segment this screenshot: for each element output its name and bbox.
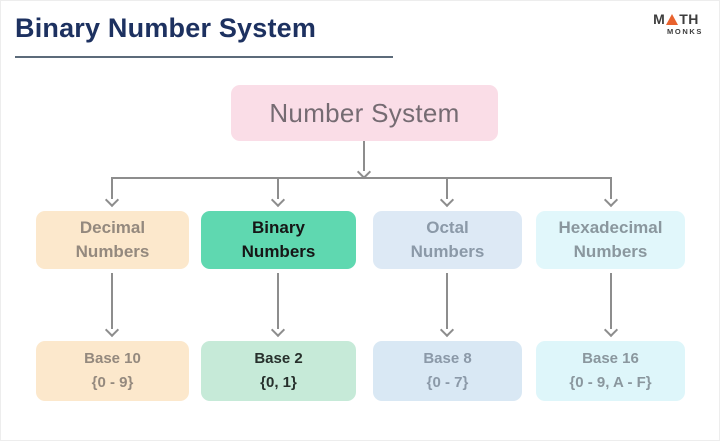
node-label-line: Binary: [252, 218, 305, 238]
logo-word-math: M TH: [641, 12, 711, 26]
node-base-16: Base 16 {0 - 9, A - F}: [536, 341, 685, 401]
digits-label: {0, 1}: [260, 374, 297, 391]
base-label: Base 2: [254, 350, 303, 367]
base-label: Base 16: [582, 350, 639, 367]
connector-root-stem: [363, 141, 365, 171]
connector-octal-base: [446, 273, 448, 329]
arrowhead-base-10: [104, 322, 120, 338]
logo-letter-m: M: [653, 11, 666, 27]
connector-drop-octal: [446, 177, 448, 199]
node-label-line: Numbers: [410, 242, 485, 261]
base-label: Base 8: [423, 350, 472, 367]
arrowhead-binary: [270, 192, 286, 208]
base-label: Base 10: [84, 350, 141, 367]
connector-drop-hexadecimal: [610, 177, 612, 199]
logo-word-monks: MONKS: [667, 27, 703, 36]
node-label-line: Numbers: [573, 242, 648, 261]
arrowhead-hexadecimal: [603, 192, 619, 208]
arrowhead-octal: [439, 192, 455, 208]
node-label-line: Octal: [426, 218, 469, 238]
digits-label: {0 - 7}: [426, 374, 469, 391]
digits-label: {0 - 9, A - F}: [569, 374, 652, 391]
node-base-2: Base 2 {0, 1}: [201, 341, 356, 401]
node-base-8: Base 8 {0 - 7}: [373, 341, 522, 401]
node-hexadecimal-numbers: Hexadecimal Numbers: [536, 211, 685, 269]
connector-drop-binary: [277, 177, 279, 199]
node-base-10: Base 10 {0 - 9}: [36, 341, 189, 401]
page-title: Binary Number System: [15, 13, 317, 43]
triangle-icon: [666, 14, 679, 25]
arrowhead-base-2: [270, 322, 286, 338]
math-monks-logo: M TH MONKS: [641, 12, 711, 36]
node-label-line: Decimal: [79, 218, 146, 238]
node-number-system-label: Number System: [269, 97, 460, 128]
connector-decimal-base: [111, 273, 113, 329]
digits-label: {0 - 9}: [91, 374, 134, 391]
connector-hexadecimal-base: [610, 273, 612, 329]
node-number-system: Number System: [231, 85, 498, 141]
node-label-line: Numbers: [241, 242, 316, 261]
arrowhead-base-8: [439, 322, 455, 338]
node-octal-numbers: Octal Numbers: [373, 211, 522, 269]
node-binary-numbers: Binary Numbers: [201, 211, 356, 269]
connector-drop-decimal: [111, 177, 113, 199]
arrowhead-base-16: [603, 322, 619, 338]
title-underline: [15, 56, 393, 58]
logo-letters-th: TH: [679, 11, 699, 27]
node-decimal-numbers: Decimal Numbers: [36, 211, 189, 269]
arrowhead-decimal: [104, 192, 120, 208]
node-label-line: Numbers: [75, 242, 150, 261]
node-label-line: Hexadecimal: [558, 218, 663, 238]
connector-binary-base: [277, 273, 279, 329]
connector-horizontal: [112, 177, 612, 179]
